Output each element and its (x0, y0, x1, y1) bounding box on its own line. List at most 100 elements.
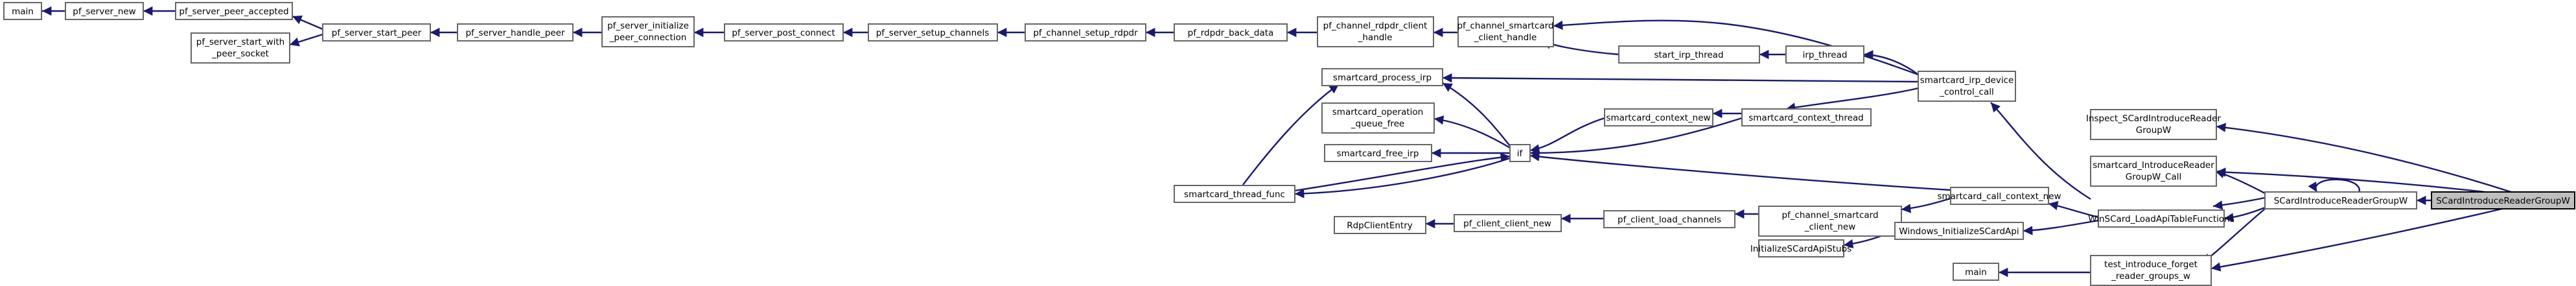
node-label: GroupW_Call (2126, 172, 2181, 182)
edge-inner-to-inspect (2214, 169, 2266, 195)
node-scard-introduce-reader-group-w-root[interactable]: SCardIntroduceReaderGroupW (2431, 191, 2575, 209)
node-label: smartcard_free_irp (1337, 149, 1419, 159)
node-pf-server-start-peer[interactable]: pf_server_start_peer (322, 23, 431, 42)
edge-inner-to-irgw-call (2212, 197, 2266, 210)
node-test-introduce-forget-reader-groups-w[interactable]: test_introduce_forget _reader_groups_w (2090, 255, 2212, 286)
node-smartcard-free-irp[interactable]: smartcard_free_irp (1324, 144, 1432, 162)
node-pf-rdpdr-back-data[interactable]: pf_rdpdr_back_data (1174, 23, 1288, 42)
node-label: _control_call (1939, 87, 1994, 97)
node-windows-initialize-scard-api[interactable]: Windows_InitializeSCardApi (1894, 222, 2024, 240)
node-pf-channel-rdpdr-client-handle[interactable]: pf_channel_rdpdr_client _handle (1317, 16, 1434, 47)
node-main-2[interactable]: main (1953, 263, 1999, 281)
edge-if-to-process-irp (1442, 82, 1511, 147)
node-label: smartcard_operation (1332, 107, 1423, 117)
node-label: smartcard_call_context_new (1937, 191, 2061, 202)
node-winscard-load-api-table-functions[interactable]: WinSCard_LoadApiTableFunctions (2088, 209, 2234, 228)
node-initialize-scard-api-stubs[interactable]: InitializeSCardApiStubs (1750, 239, 1851, 257)
edge-load-api-table-to-call-context-new (2048, 200, 2099, 219)
node-inspect-scard-introduce-reader-group-w[interactable]: Inspect_SCardIntroduceReader GroupW (2086, 109, 2221, 140)
edge-call-context-new-to-smartcard-client-new (1901, 197, 1951, 213)
node-pf-server-new[interactable]: pf_server_new (65, 2, 144, 20)
node-irp-thread[interactable]: irp_thread (1785, 45, 1864, 64)
node-label: pf_server_start_with (196, 37, 284, 47)
node-label: smartcard_context_new (1606, 113, 1710, 123)
edge-irgw-call-to-irp-device-control (1990, 102, 2091, 200)
edge-irp-device-control-to-context-thread (1785, 87, 1919, 112)
node-if[interactable]: if (1509, 144, 1531, 162)
edge-if-to-thread-func (1294, 157, 1511, 198)
node-label: RdpClientEntry (1347, 220, 1413, 231)
edge-thread-func-to-if (1294, 152, 1511, 192)
node-label: pf_channel_setup_rdpdr (1033, 28, 1138, 38)
node-label: pf_client_load_channels (1618, 215, 1721, 225)
node-label: pf_server_post_connect (732, 28, 835, 38)
node-smartcard-introduce-reader-group-w-call[interactable]: smartcard_IntroduceReader GroupW_Call (2090, 156, 2217, 187)
edge-root-to-irgw-call (2216, 167, 2514, 197)
node-label: test_introduce_forget (2104, 259, 2198, 270)
edge-if-to-operation-queue-free (1433, 115, 1511, 149)
node-label: pf_server_new (73, 6, 135, 17)
node-label: smartcard_IntroduceReader (2093, 160, 2214, 171)
edge-thread-func-to-process-irp (1242, 84, 1340, 185)
node-scard-introduce-reader-group-w[interactable]: SCardIntroduceReaderGroupW (2264, 191, 2417, 209)
edge-irp-device-control-to-irp-thread (1863, 50, 1919, 75)
node-label: main (1965, 267, 1987, 278)
node-label: pf_client_client_new (1463, 219, 1551, 229)
node-label: pf_channel_smartcard (1457, 21, 1553, 31)
edge-start-peer-to-start-with-peer-socket (289, 33, 323, 47)
node-smartcard-call-context-new[interactable]: smartcard_call_context_new (1937, 187, 2061, 205)
node-pf-client-client-new[interactable]: pf_client_client_new (1454, 214, 1562, 232)
node-label: GroupW (2136, 125, 2171, 136)
node-smartcard-thread-func[interactable]: smartcard_thread_func (1174, 185, 1295, 203)
node-label: Windows_InitializeSCardApi (1899, 226, 2019, 237)
node-label: _peer_socket (211, 49, 269, 59)
node-label: pf_server_handle_peer (465, 28, 564, 38)
node-label: smartcard_process_irp (1333, 73, 1432, 83)
node-label: _client_new (1804, 222, 1855, 232)
node-label: smartcard_thread_func (1184, 189, 1285, 200)
node-smartcard-operation-queue-free[interactable]: smartcard_operation _queue_free (1321, 102, 1435, 134)
node-label: _peer_connection (609, 32, 687, 43)
edge-root-to-test-introduce (2210, 205, 2514, 272)
edges (42, 6, 2514, 278)
edge-irp-device-control-to-process-irp (1442, 73, 1919, 83)
node-label: _handle (1358, 32, 1393, 43)
node-label: _reader_groups_w (2111, 271, 2190, 281)
node-label: main (12, 6, 34, 17)
node-pf-channel-smartcard-client-handle[interactable]: pf_channel_smartcard _client_handle (1457, 16, 1554, 47)
node-label: start_irp_thread (1654, 50, 1723, 60)
node-main[interactable]: main (3, 2, 42, 20)
node-pf-channel-smartcard-client-new[interactable]: pf_channel_smartcard _client_new (1758, 206, 1902, 237)
edge-context-new-to-if (1529, 117, 1605, 154)
node-smartcard-context-thread[interactable]: smartcard_context_thread (1741, 108, 1872, 126)
node-pf-server-post-connect[interactable]: pf_server_post_connect (724, 23, 844, 42)
node-pf-server-setup-channels[interactable]: pf_server_setup_channels (868, 23, 998, 42)
node-pf-server-start-with-peer-socket[interactable]: pf_server_start_with _peer_socket (191, 32, 290, 64)
node-smartcard-context-new[interactable]: smartcard_context_new (1604, 108, 1713, 126)
node-label: SCardIntroduceReaderGroupW (2274, 196, 2408, 206)
node-label: smartcard_irp_device (1920, 75, 2014, 86)
node-label: pf_server_setup_channels (876, 28, 990, 38)
node-label: pf_server_start_peer (332, 28, 422, 38)
node-pf-server-handle-peer[interactable]: pf_server_handle_peer (457, 23, 574, 42)
node-label: Inspect_SCardIntroduceReader (2086, 113, 2221, 124)
node-label: pf_server_initialize (607, 21, 689, 31)
node-smartcard-process-irp[interactable]: smartcard_process_irp (1321, 68, 1443, 86)
edge-load-api-table-to-windows-init (2023, 219, 2099, 235)
node-label: pf_server_peer_accepted (179, 6, 288, 17)
node-label: pf_channel_rdpdr_client (1323, 21, 1428, 31)
node-smartcard-irp-device-control-call[interactable]: smartcard_irp_device _control_call (1918, 71, 2016, 102)
edge-call-context-new-to-if (1529, 152, 1951, 191)
edge-context-thread-to-if (1529, 117, 1743, 158)
node-label: _queue_free (1351, 119, 1404, 129)
node-start-irp-thread[interactable]: start_irp_thread (1618, 45, 1760, 64)
node-label: smartcard_context_thread (1748, 113, 1864, 123)
node-pf-client-load-channels[interactable]: pf_client_load_channels (1603, 210, 1735, 228)
node-pf-server-initialize-peer-connection[interactable]: pf_server_initialize _peer_connection (601, 16, 695, 47)
edge-start-peer-to-peer-accepted (292, 15, 323, 30)
node-pf-server-peer-accepted[interactable]: pf_server_peer_accepted (175, 2, 293, 20)
node-label: pf_rdpdr_back_data (1188, 28, 1274, 38)
node-rdpclient-entry[interactable]: RdpClientEntry (1334, 216, 1426, 234)
node-pf-channel-setup-rdpdr[interactable]: pf_channel_setup_rdpdr (1025, 23, 1146, 42)
